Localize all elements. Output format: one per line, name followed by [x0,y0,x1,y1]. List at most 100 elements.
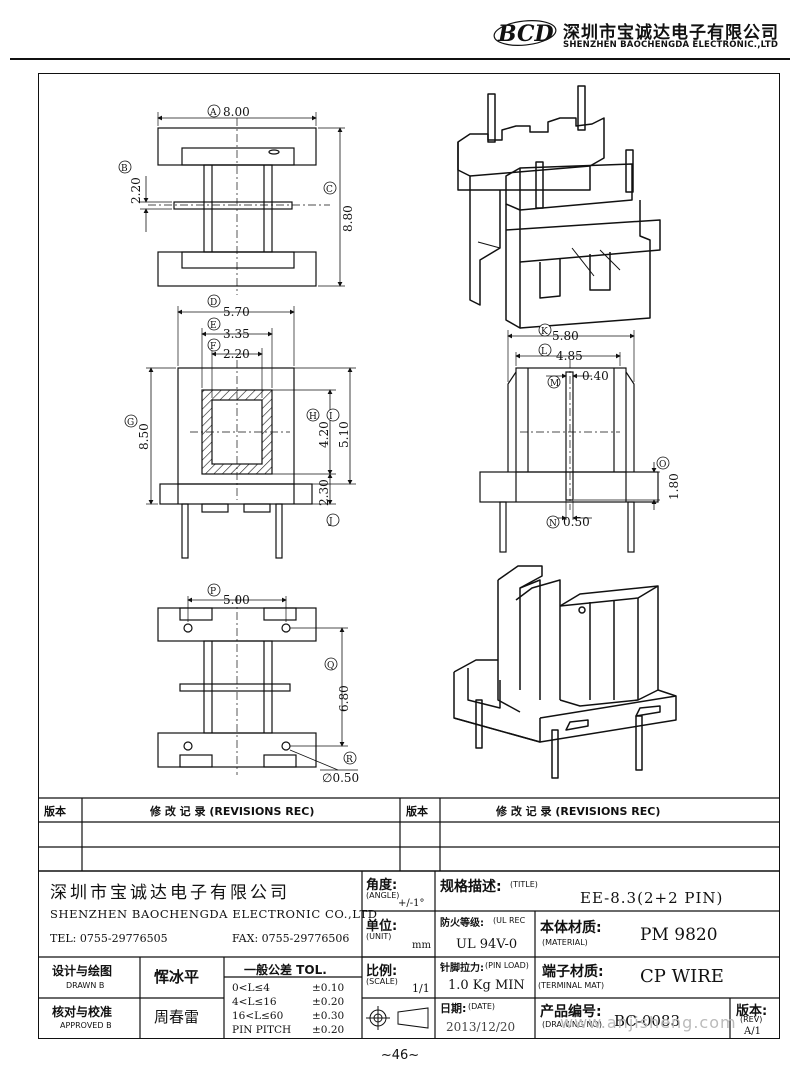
rev-version-header-right: 版本 [406,805,428,818]
dim-value-h: 4.20 [317,421,331,448]
projection-symbol-icon [366,1006,429,1030]
tolerance-values: ±0.10 ±0.20 ±0.30 ±0.20 [312,981,344,1037]
dimension-labels: A 8.00 B 2.20 C 8.80 D 5.70 E 3.35 F 2.2… [118,104,681,785]
dim-mark-n: N [549,519,557,529]
angle-label: 角度: [366,878,398,893]
header-company-name-cn: 深圳市宝诚达电子有限公司 [563,23,779,43]
unit-label: 单位: [366,919,398,934]
tolerance-range: 4<L≤16 [232,996,277,1008]
dim-mark-q: Q [327,661,334,671]
dim-value-q: 6.80 [337,685,351,712]
title-block-company-cn: 深圳市宝诚达电子有限公司 [50,883,290,903]
scale-value: 1/1 [412,982,430,995]
dim-mark-d: D [210,298,217,308]
dim-value-b: 2.20 [129,177,143,204]
angle-label-en: (ANGLE) [366,891,400,900]
unit-value: mm [412,940,431,951]
date-label: 日期: [440,1002,467,1015]
dim-value-m: 0.40 [582,369,609,383]
terminal-label-en: (TERMINAL MAT) [538,981,605,990]
drawing-frame [38,73,780,1039]
technical-drawing [140,85,677,779]
scale-label: 比例: [366,964,398,979]
drawn-label-en: DRAWN B [66,981,105,990]
logo-text: BCD [497,21,554,47]
dim-mark-h: H [309,412,317,422]
rev-records-header-right: 修 改 记 录 (REVISIONS REC) [496,805,661,818]
top-view [140,112,345,295]
drawing-no-label: 产品编号: [540,1004,602,1020]
pin-load-label-en: (PIN LOAD) [485,961,529,970]
dim-value-k: 5.80 [552,329,579,343]
fire-label: 防火等级: [440,918,484,929]
dim-value-e: 3.35 [223,327,250,341]
title-block-tel: TEL: 0755-29776505 [50,932,168,945]
rev-label: 版本: [736,1004,768,1019]
rev-value: A/1 [744,1026,761,1037]
title-value: EE-8.3(2+2 PIN) [580,889,724,907]
header-rule [10,58,790,60]
dim-mark-j: J [328,517,333,527]
dim-mark-i: I [329,412,333,422]
title-label-en: (TITLE) [510,880,538,889]
drawn-label: 设计与绘图 [52,964,113,978]
approved-label-en: APPROVED B [60,1021,112,1030]
tolerance-ranges: 0<L≤4 4<L≤16 16<L≤60 PIN PITCH [232,981,291,1037]
approved-label: 核对与校准 [52,1005,113,1019]
title-label: 规格描述: [440,879,502,895]
dim-mark-e: E [210,321,217,331]
dim-value-o: 1.80 [667,473,681,500]
bottom-view [157,596,358,775]
dim-mark-r: R [346,755,353,765]
dim-value-c: 8.80 [341,205,355,232]
dim-mark-a: A [209,108,217,118]
tolerance-range: 16<L≤60 [232,1010,284,1022]
pin-load-value: 1.0 Kg MIN [448,978,525,993]
fire-label-en: (UL REC [493,916,526,925]
tolerance-value: ±0.20 [312,996,345,1008]
title-block-company-en: SHENZHEN BAOCHENGDA ELECTRONIC CO.,LTD [50,907,378,921]
tolerance-range: PIN PITCH [232,1024,292,1036]
dim-mark-o: O [659,460,666,470]
terminal-value: CP WIRE [640,966,724,987]
tolerance-value: ±0.10 [312,982,345,994]
company-logo: BCD [493,20,557,47]
watermark: www.anjisheng.com [560,1013,737,1032]
isometric-view-bottom [453,565,677,779]
dim-mark-m: M [550,379,559,389]
dim-mark-l: L [541,347,547,357]
tolerance-value: ±0.30 [312,1010,345,1022]
dim-value-d: 5.70 [223,305,250,319]
front-view [146,306,356,559]
approved-name: 周春雷 [154,1008,200,1026]
side-view [479,330,660,553]
drawing-no-label-en: (DRAWING NO) [542,1020,602,1029]
tolerance-title: 一般公差 TOL. [244,963,327,977]
dim-value-g: 8.50 [137,423,151,450]
pin-load-label: 针脚拉力: [440,963,484,974]
dim-mark-k: K [541,327,548,337]
dim-mark-g: G [127,418,134,428]
page-number: ~46~ [380,1048,420,1063]
terminal-label: 端子材质: [542,964,604,980]
dim-mark-b: B [121,164,128,174]
unit-label-en: (UNIT) [366,932,392,941]
dim-mark-f: F [210,342,216,352]
dim-value-i: 5.10 [337,421,351,448]
rev-records-header-left: 修 改 记 录 (REVISIONS REC) [150,805,315,818]
header-company-name-en: SHENZHEN BAOCHENGDA ELECTRONIC.,LTD [563,40,779,50]
rev-label-en: (REV) [740,1015,763,1024]
angle-value: +/-1° [398,898,425,909]
title-block-fax: FAX: 0755-29776506 [232,932,350,945]
rev-version-header-left: 版本 [44,805,66,818]
dim-value-f: 2.20 [223,347,250,361]
fire-value: UL 94V-0 [456,937,518,952]
date-label-en: (DATE) [468,1002,496,1011]
dim-mark-p: P [210,587,216,597]
dim-value-r: ∅0.50 [322,771,359,785]
tolerance-range: 0<L≤4 [232,982,270,994]
scale-label-en: (SCALE) [366,977,398,986]
dim-value-j: 2.30 [317,479,331,506]
date-value: 2013/12/20 [446,1020,516,1034]
